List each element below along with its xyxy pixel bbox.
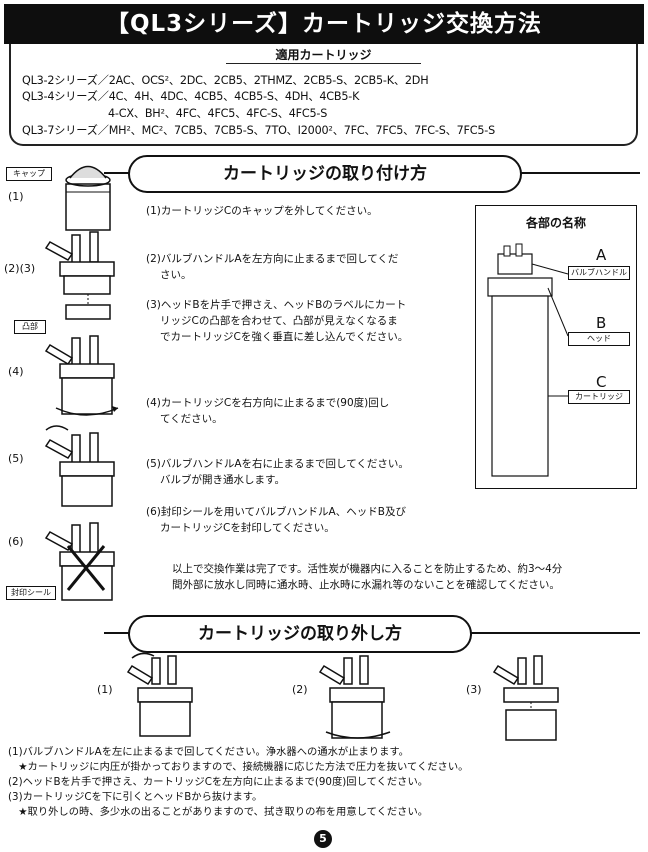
compat-line-ql3-4-cont: 4-CX、BH²、4FC、4FC5、4FC-S、4FC5-S [108, 107, 328, 120]
attach-step-6: (6)封印シールを用いてバルブハンドルA、ヘッドB及びカートリッジCを封印してく… [146, 506, 406, 534]
valve-head-illustration-4 [44, 522, 115, 601]
valve-head-illustration-2 [44, 335, 119, 416]
attach-step-2: (2)バルブハンドルAを左方向に止まるまで回してください。 [146, 253, 399, 281]
page-title: 【QL3シリーズ】カートリッジ交換方法 [4, 4, 644, 44]
remove-fig-label-2: (2) [292, 683, 308, 696]
seal-label: 封印シール [6, 586, 56, 600]
remove-illustration-1 [126, 652, 193, 737]
compat-line-ql3-2: QL3-2シリーズ／2AC、OCS²、2DC、2CB5、2THMZ、2CB5-S… [22, 74, 429, 87]
valve-head-illustration-1 [44, 231, 115, 320]
fig-label-6: (6) [8, 535, 24, 548]
valve-head-illustration-3 [44, 425, 115, 507]
heading-underline [226, 63, 421, 64]
attach-illustrations [44, 165, 119, 601]
cartridge-cap-illustration [65, 165, 111, 231]
convex-label: 凸部 [14, 320, 46, 334]
part-c-letter: C [596, 373, 607, 391]
compatible-cartridges-box: 適用カートリッジ [9, 44, 638, 146]
fig-label-4: (4) [8, 365, 24, 378]
part-c-name: カートリッジ [568, 390, 630, 404]
part-b-letter: B [596, 314, 607, 332]
fig-label-5: (5) [8, 452, 24, 465]
attach-heading: カートリッジの取り付け方 [128, 155, 522, 193]
remove-heading: カートリッジの取り外し方 [128, 615, 472, 653]
remove-fig-label-3: (3) [466, 683, 482, 696]
attach-step-5: (5)バルブハンドルAを右に止まるまで回してください。バルブが開き通水します。 [146, 458, 409, 486]
part-a-name: バルブハンドル [568, 266, 630, 280]
compat-line-ql3-7: QL3-7シリーズ／MH²、MC²、7CB5、7CB5-S、7TO、I2000²… [22, 124, 496, 137]
fig-label-2-3: (2)(3) [4, 262, 36, 275]
remove-notes: (1)バルブハンドルAを左に止まるまで回してください。浄水器への通水が止まります… [8, 746, 469, 818]
parts-name-title: 各部の名称 [525, 216, 586, 230]
attach-step-3: (3)ヘッドBを片手で押さえ、ヘッドBのラベルにカートリッジCの凸部を合わせて、… [146, 299, 409, 343]
part-b-name: ヘッド [568, 332, 630, 346]
cap-label: キャップ [6, 167, 52, 181]
remove-fig-label-1: (1) [97, 683, 113, 696]
page-number: 5 [314, 830, 332, 848]
compatible-cartridges-heading: 適用カートリッジ [275, 48, 372, 62]
compat-line-ql3-4: QL3-4シリーズ／4C、4H、4DC、4CB5、4CB5-S、4DH、4CB5… [22, 90, 360, 103]
attach-step-1: (1)カートリッジCのキャップを外してください。 [146, 205, 378, 217]
fig-label-1: (1) [8, 190, 24, 203]
parts-name-box: 各部の名称 A バルブハンドル B ヘッド C カートリッジ [475, 205, 637, 489]
part-a-letter: A [596, 246, 607, 264]
attach-step-4: (4)カートリッジCを右方向に止まるまで(90度)回してください。 [146, 397, 390, 425]
remove-illustration-2 [318, 655, 391, 739]
remove-illustration-3 [492, 655, 559, 741]
completion-note: 以上で交換作業は完了です。活性炭が機器内に入ることを防止するため、約3～4分間外… [172, 563, 563, 591]
parts-diagram [487, 243, 569, 477]
